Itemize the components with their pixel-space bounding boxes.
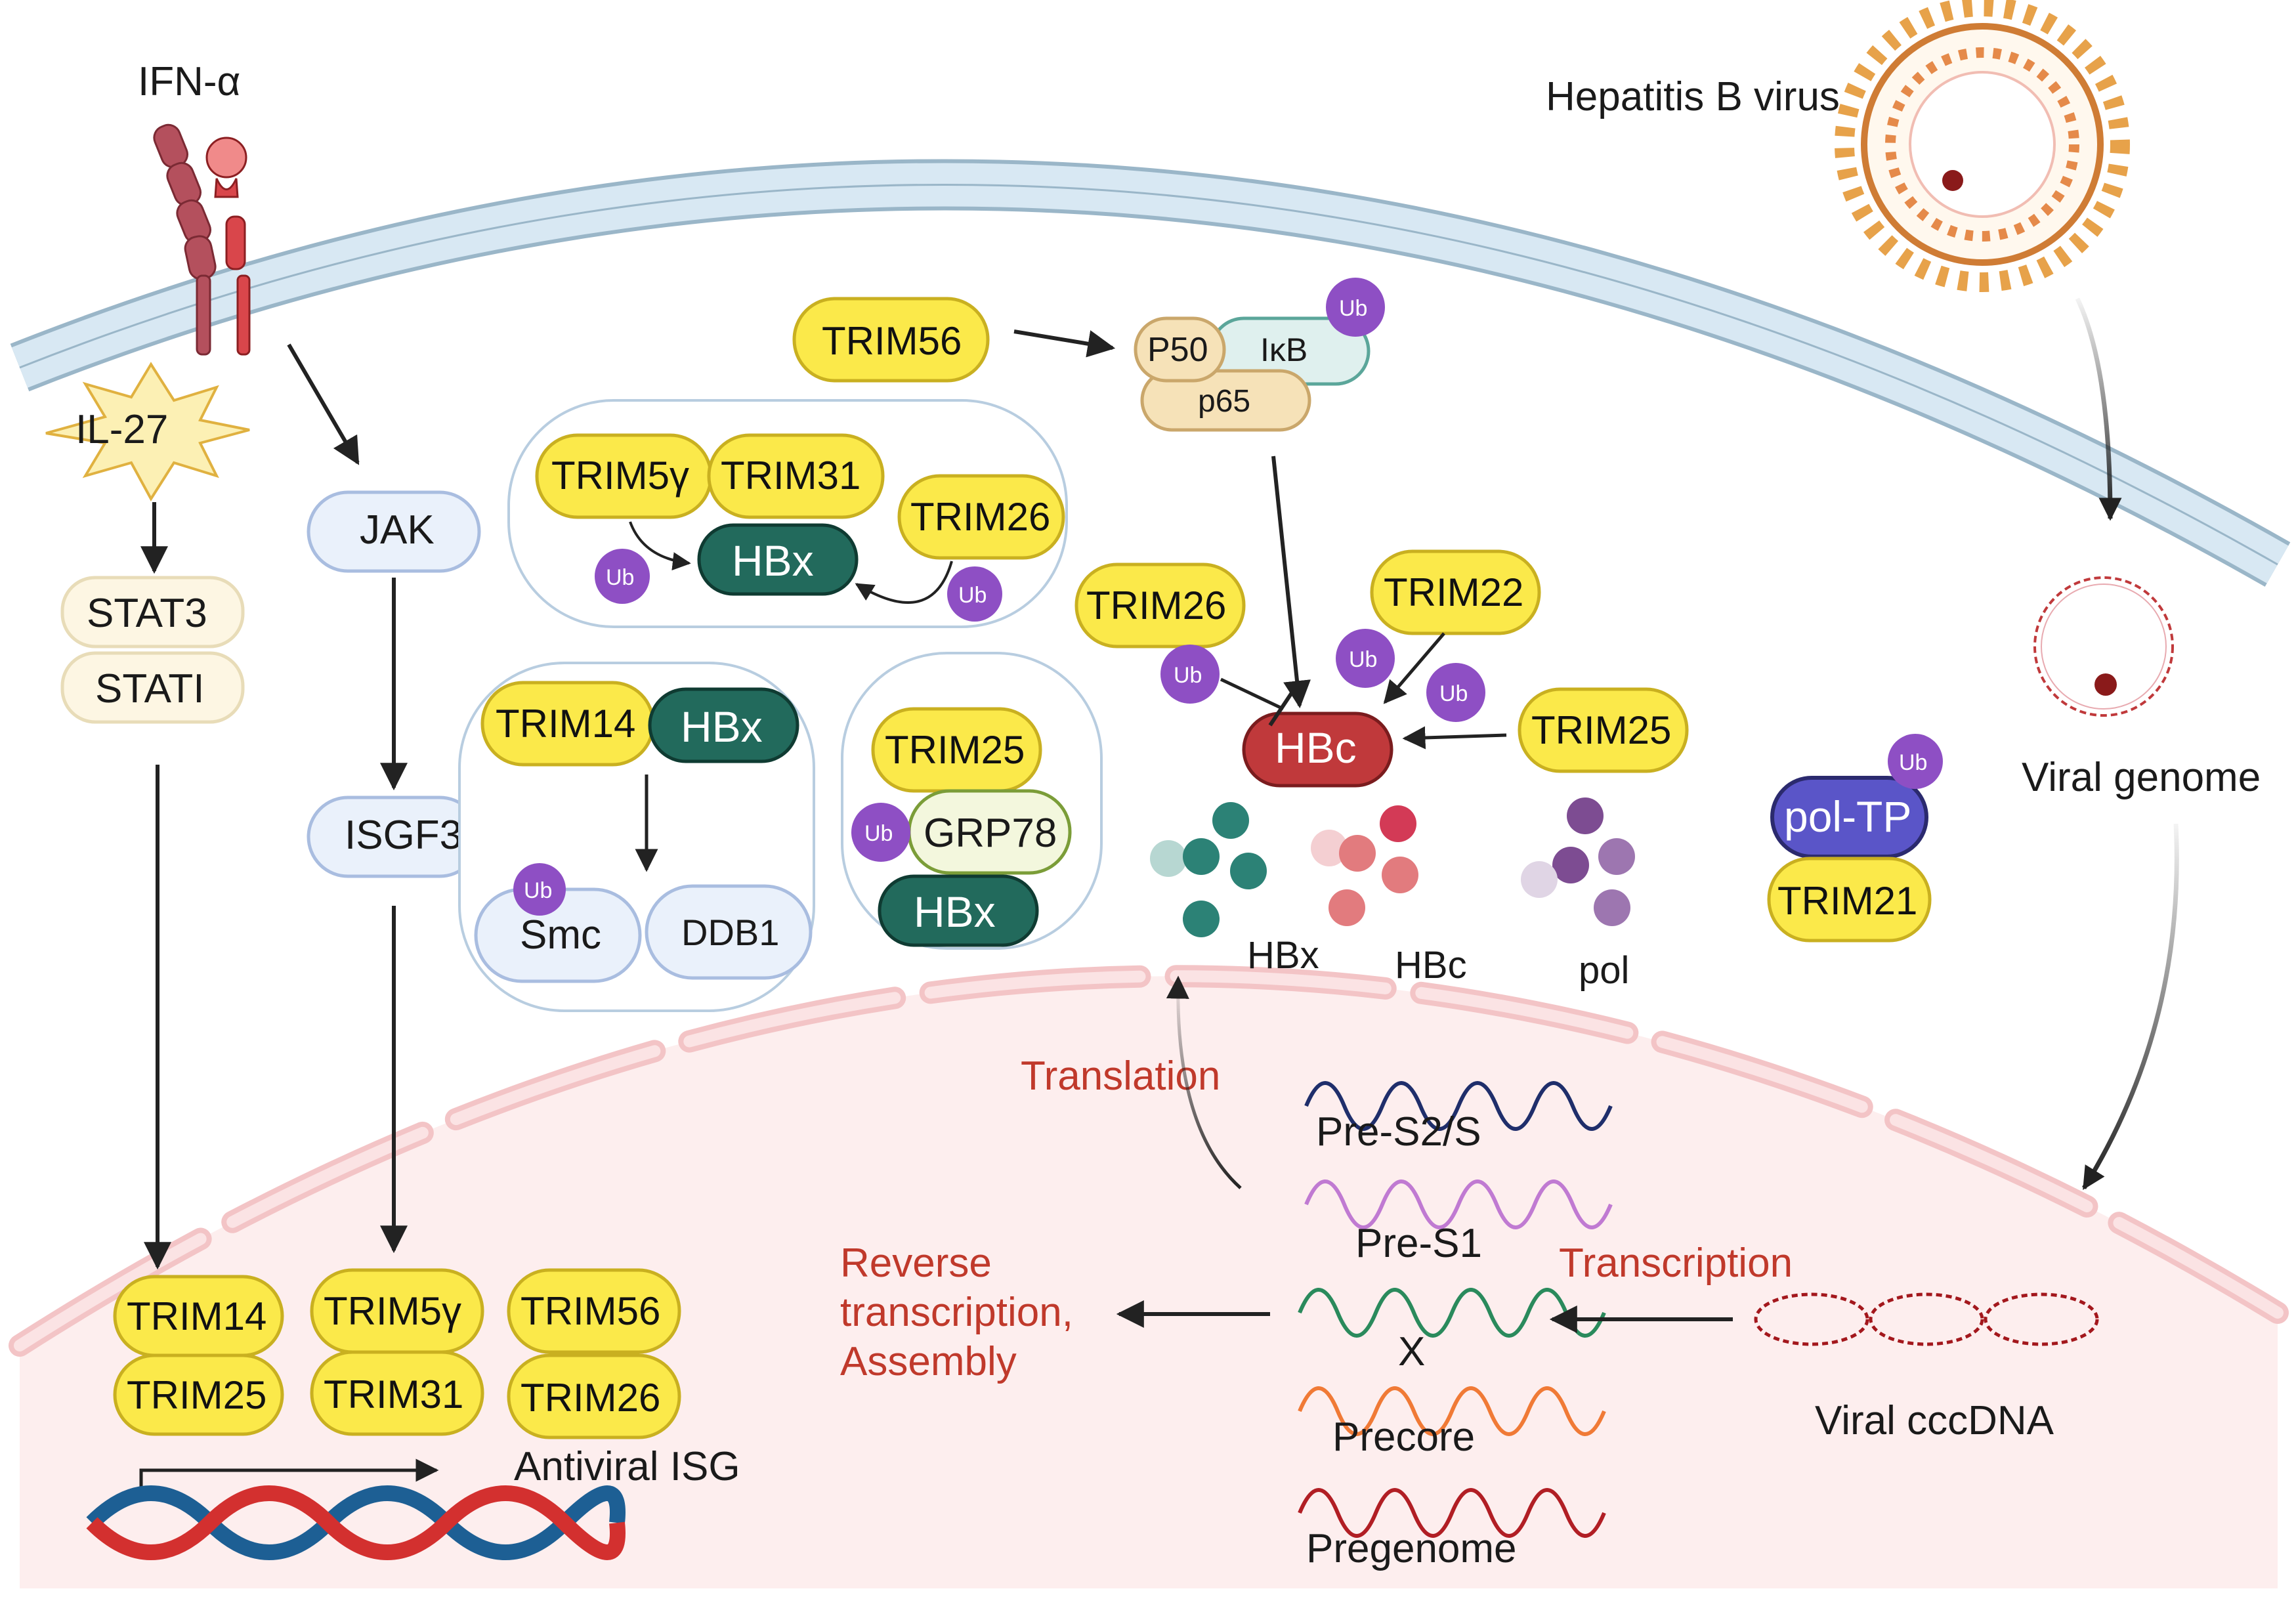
svg-text:Ub: Ub [958,583,987,608]
svg-text:TRIM14: TRIM14 [496,702,635,746]
viral-genome: Viral genome [2022,576,2261,800]
svg-text:transcription,: transcription, [840,1290,1073,1335]
import-arrow [2082,823,2179,1190]
hbv-particle: Hepatitis B virus [1546,0,2130,292]
trim56-arrow [1013,329,1116,358]
svg-text:ISGF3: ISGF3 [345,813,462,858]
stat3-label: STAT3 [87,591,207,636]
ifn-label: IFN-α [138,59,240,104]
svg-text:TRIM31: TRIM31 [721,454,861,498]
viral-genome-label: Viral genome [2022,755,2261,800]
dna-helix [86,1458,626,1560]
nfkb-arrow [1271,456,1311,709]
svg-text:HBc: HBc [1275,723,1357,772]
trim25-box: TRIM25 GRP78 HBx Ub [841,652,1103,950]
pol-tp-complex: pol-TP TRIM21 Ub [1767,734,1943,943]
svg-text:TRIM26: TRIM26 [910,495,1050,539]
svg-text:Ub: Ub [864,821,893,846]
svg-text:TRIM56: TRIM56 [521,1289,660,1333]
svg-text:pol-TP: pol-TP [1784,792,1911,841]
transcripts: Pre-S2/S Pre-S1 X Precore Pregenome [1298,1081,1613,1571]
nfkb-complex: P50 IκB p65 Ub [1134,278,1385,432]
trim5-box: TRIM5γ TRIM31 TRIM26 HBx Ub Ub [507,399,1068,628]
svg-text:TRIM25: TRIM25 [127,1373,266,1417]
isg-trims: TRIM14 TRIM25 TRIM5γ TRIM31 TRIM56 TRIM2… [113,1268,740,1489]
trim56-top: TRIM56 [792,297,990,383]
svg-text:TRIM25: TRIM25 [1531,708,1671,752]
svg-text:Ub: Ub [1339,296,1367,321]
svg-text:Ub: Ub [524,878,552,903]
svg-text:p65: p65 [1198,384,1250,419]
svg-text:HBc: HBc [1395,944,1467,987]
translation-arrow [1166,975,1242,1189]
viral-cccdna: Viral cccDNA [1754,1292,2099,1443]
svg-text:Ub: Ub [606,565,634,590]
svg-text:Assembly: Assembly [840,1339,1017,1384]
svg-text:JAK: JAK [360,507,435,553]
svg-text:Pregenome: Pregenome [1306,1526,1517,1571]
svg-text:HBx: HBx [914,887,996,936]
svg-text:Precore: Precore [1332,1414,1475,1460]
svg-text:TRIM25: TRIM25 [885,728,1025,772]
il27-label: IL-27 [75,407,168,452]
svg-text:X: X [1398,1329,1425,1374]
pol-dots: pol [1521,797,1635,992]
stat-complex: STAT3 STATI [60,576,245,724]
svg-text:GRP78: GRP78 [924,811,1057,856]
svg-text:Ub: Ub [1174,663,1202,688]
svg-text:Pre-S2/S: Pre-S2/S [1316,1109,1481,1155]
svg-text:TRIM56: TRIM56 [822,319,962,363]
svg-text:HBx: HBx [1247,934,1319,977]
isgf3-node: ISGF3 [307,796,481,878]
ifn-receptor: IFN-α [138,59,251,356]
svg-text:HBx: HBx [681,702,763,751]
svg-text:HBx: HBx [732,536,814,585]
hbc-dots: HBc [1311,805,1467,987]
svg-text:Ub: Ub [1349,647,1377,672]
signal-arrows [140,343,408,1270]
svg-text:TRIM14: TRIM14 [127,1294,266,1338]
svg-text:IκB: IκB [1260,331,1307,368]
entry-arrow [2075,297,2122,521]
svg-text:Ub: Ub [1439,681,1468,706]
il27-burst: IL-27 [45,362,250,501]
hbx-dots: HBx [1150,802,1319,977]
stat1-label: STATI [95,666,204,711]
hbc-regulation: TRIM26 TRIM22 TRIM25 HBc Ub Ub Ub [1074,549,1689,788]
transcription-label: Transcription [1559,1241,1793,1286]
svg-text:TRIM26: TRIM26 [521,1376,660,1420]
jak-node: JAK [307,490,481,573]
svg-text:TRIM31: TRIM31 [324,1372,463,1416]
trim14-box: TRIM14 HBx Smc DDB1 Ub [458,662,815,1012]
cell-membrane [10,159,2291,587]
svg-text:Pre-S1: Pre-S1 [1355,1221,1482,1266]
svg-text:TRIM5γ: TRIM5γ [551,454,689,498]
hbv-label: Hepatitis B virus [1546,74,1840,119]
reverse-transcription-label: Reverse transcription, Assembly [840,1241,1073,1384]
svg-text:TRIM26: TRIM26 [1086,584,1226,627]
svg-text:Reverse: Reverse [840,1241,992,1286]
svg-text:TRIM5γ: TRIM5γ [324,1289,461,1333]
svg-text:DDB1: DDB1 [681,912,779,953]
translation-label: Translation [1021,1053,1220,1099]
svg-text:TRIM21: TRIM21 [1777,879,1917,923]
svg-text:P50: P50 [1147,331,1208,369]
svg-text:pol: pol [1579,949,1629,992]
svg-text:Ub: Ub [1899,750,1927,775]
antiviral-isg-label: Antiviral ISG [514,1444,740,1489]
svg-text:TRIM22: TRIM22 [1384,570,1523,614]
cccdna-label: Viral cccDNA [1815,1398,2054,1443]
svg-text:Smc: Smc [520,912,601,958]
